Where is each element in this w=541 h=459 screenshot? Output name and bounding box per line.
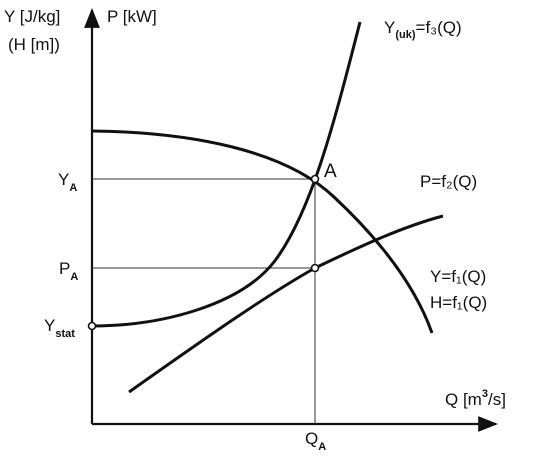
x-axis-label-prefix: Q [m: [445, 390, 482, 409]
x-axis-label: Q [m3/s]: [445, 388, 506, 409]
ystat-label: Ystat: [44, 316, 75, 340]
system-curve: [91, 21, 362, 328]
ystat-main: Y: [44, 316, 55, 335]
point-a-marker: [310, 174, 320, 184]
pump-curve-y: [91, 129, 434, 334]
ystat-sub: stat: [55, 328, 75, 340]
p-axis-label: P [kW]: [107, 7, 157, 26]
point-pa-marker: [310, 263, 320, 273]
pump-curve-label-h: H=f₁(Q): [430, 293, 487, 312]
system-curve-eq: =f₃(Q): [416, 18, 462, 37]
y-axis-label-alt: (H [m]): [8, 35, 60, 54]
point-a-label: A: [324, 161, 337, 182]
x-axis-label-suffix: /s]: [488, 390, 506, 409]
pa-sub: A: [70, 271, 78, 283]
pa-label: PA: [59, 259, 78, 283]
qa-main: Q: [305, 429, 318, 448]
x-axis-label-sup: 3: [482, 388, 488, 400]
ya-sub: A: [69, 182, 77, 194]
point-ystat-marker: [87, 321, 97, 331]
pump-curve-label-y: Y=f₁(Q): [430, 267, 486, 286]
system-curve-main: Y: [384, 18, 395, 37]
system-curve-sub: (uk): [395, 29, 416, 41]
pa-main: P: [59, 259, 70, 278]
y-axis-label: Y [J/kg]: [4, 7, 60, 26]
system-curve-label: Y(uk)=f₃(Q): [384, 18, 462, 41]
ya-main: Y: [58, 170, 69, 189]
power-curve-label: P=f₂(Q): [420, 172, 477, 191]
qa-label: QA: [305, 429, 326, 453]
power-curve: [128, 214, 444, 394]
qa-sub: A: [318, 441, 326, 453]
ya-label: YA: [58, 170, 77, 194]
